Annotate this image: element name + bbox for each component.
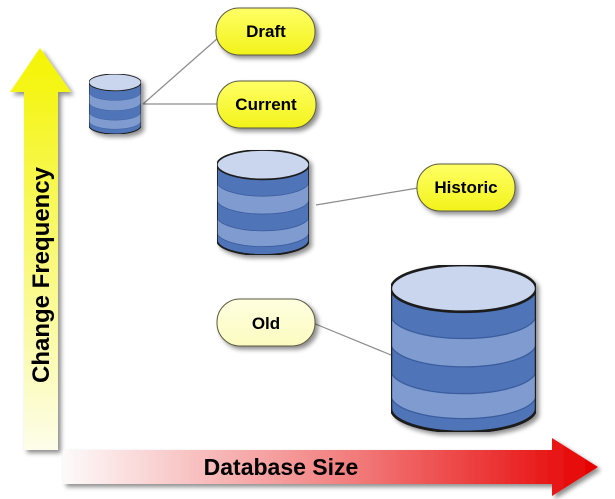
bubble-current-label: Current: [235, 95, 297, 114]
bubble-draft-label: Draft: [246, 22, 286, 41]
y-axis-arrow: [10, 48, 71, 450]
database-icon-medium: [217, 150, 309, 255]
bubble-old-label: Old: [252, 314, 280, 333]
bubble-historic: Historic: [416, 163, 516, 212]
bubble-historic-label: Historic: [434, 178, 497, 197]
bubble-current: Current: [216, 80, 317, 129]
database-icon-large: [391, 265, 536, 432]
database-icon-small: [89, 74, 141, 134]
connector-draft: [142, 37, 219, 105]
y-axis-label: Change Frequency: [28, 166, 55, 383]
connector-old: [312, 322, 392, 356]
y-axis: Change Frequency: [10, 48, 71, 450]
x-axis: Database Size: [63, 438, 598, 496]
x-axis-arrow: [63, 438, 598, 496]
connector-historic: [315, 187, 419, 206]
x-axis-label: Database Size: [204, 454, 359, 480]
connectors: [142, 37, 419, 356]
bubble-draft: Draft: [215, 7, 316, 56]
bubble-old: Old: [216, 298, 316, 347]
